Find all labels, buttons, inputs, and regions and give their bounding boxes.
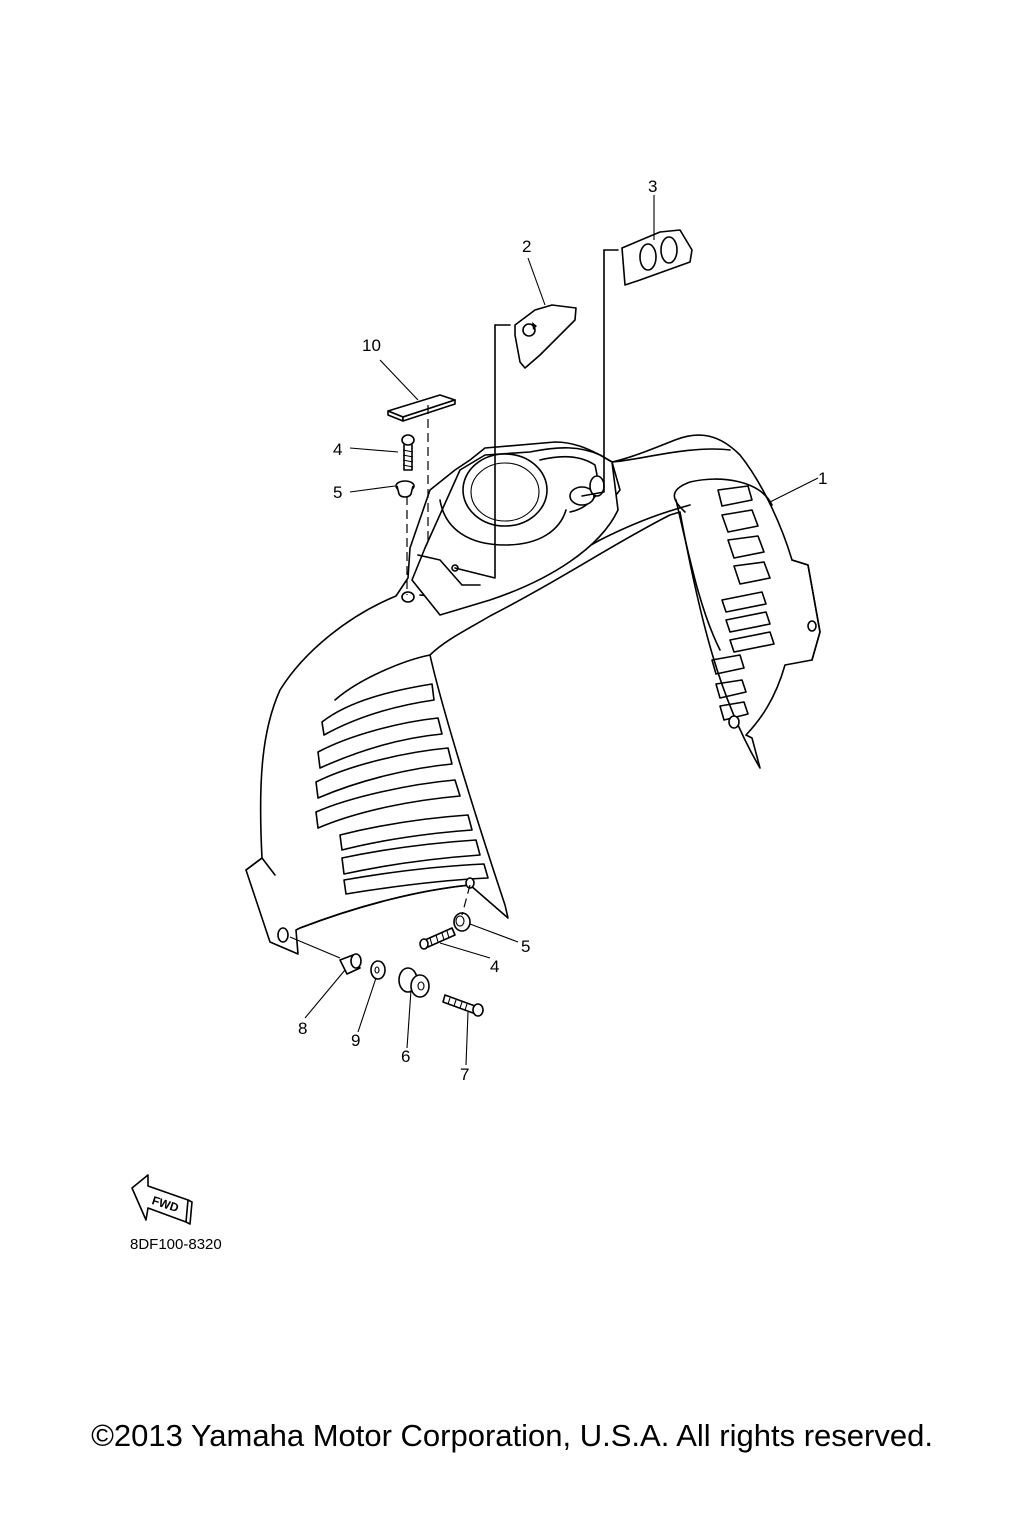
callout-9: 9 (351, 1031, 360, 1050)
bracket-part-2 (514, 304, 577, 369)
collar-part-8 (339, 953, 362, 975)
damper-part-6 (398, 967, 430, 998)
callout-4-top: 4 (333, 440, 342, 459)
assembly-guide-lines (289, 249, 619, 959)
fwd-arrow-icon: FWD (131, 1174, 193, 1225)
grommet-part-5-bottom (453, 912, 471, 932)
drawing-code: 8DF100-8320 (130, 1236, 222, 1253)
copyright-notice: ©2013 Yamaha Motor Corporation, U.S.A. A… (91, 1418, 933, 1453)
leader-lines (304, 195, 819, 1066)
screw-part-4-bottom (419, 927, 456, 950)
callout-1: 1 (818, 469, 827, 488)
washer-part-9 (370, 960, 386, 980)
bracket-part-3 (621, 229, 693, 286)
callout-2: 2 (522, 237, 531, 256)
front-cover-part (245, 434, 821, 955)
callout-4-bottom: 4 (490, 957, 499, 976)
screw-part-4-top (401, 434, 415, 471)
callout-10: 10 (362, 336, 381, 355)
callout-8: 8 (298, 1019, 307, 1038)
left-vent-slots (299, 683, 489, 929)
bolt-part-7 (442, 994, 484, 1017)
right-vent-slots (675, 485, 821, 729)
grommet-part-5-top (395, 480, 415, 498)
callout-7: 7 (460, 1065, 469, 1084)
callout-3: 3 (648, 177, 657, 196)
seal-part-10 (387, 394, 456, 422)
callout-5-top: 5 (333, 483, 342, 502)
callout-6: 6 (401, 1047, 410, 1066)
callout-5-bottom: 5 (521, 937, 530, 956)
